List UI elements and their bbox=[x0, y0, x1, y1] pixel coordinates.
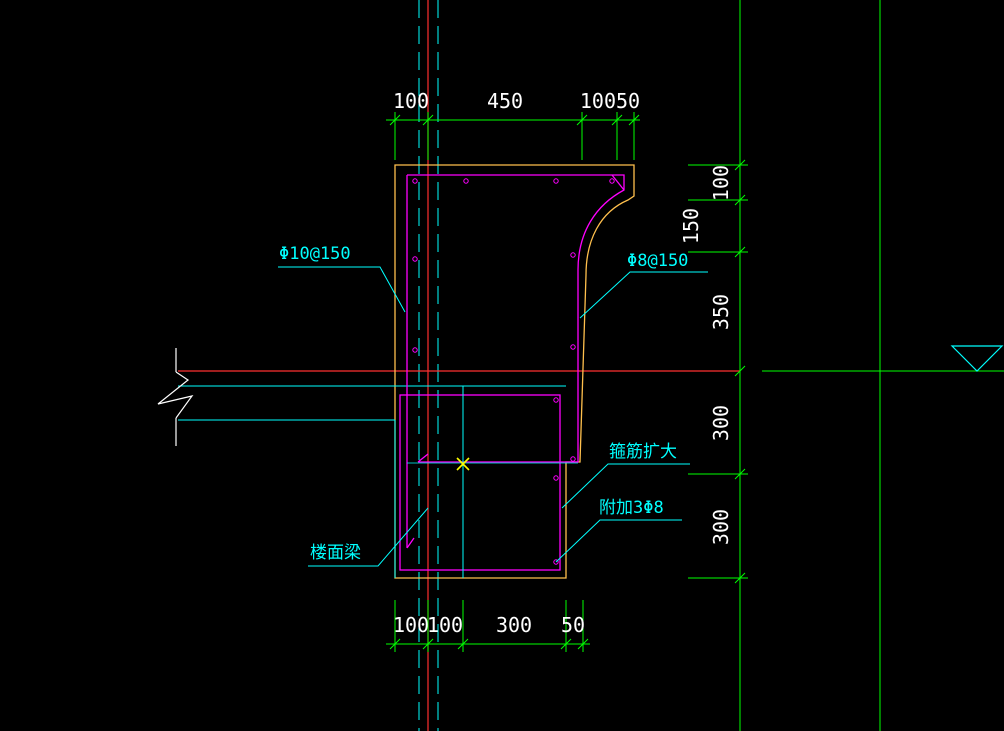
rebar-stirrups bbox=[399, 174, 625, 571]
right-dimension-chain bbox=[688, 159, 748, 584]
dim-top-10050: 10050 bbox=[580, 89, 640, 113]
label-extra-bars: 附加3Φ8 bbox=[599, 498, 664, 518]
dim-bottom-50: 50 bbox=[561, 613, 585, 637]
dim-right-350: 350 bbox=[709, 294, 733, 330]
elevation-triangle-icon bbox=[950, 345, 1004, 372]
upper-stirrup bbox=[407, 174, 625, 463]
dim-bottom-300: 300 bbox=[496, 613, 532, 637]
slab-lines bbox=[157, 348, 566, 578]
label-stirrup-side: Φ8@150 bbox=[627, 251, 688, 271]
right-grid bbox=[739, 0, 1004, 731]
dim-right-100: 100 bbox=[709, 165, 733, 201]
break-line-icon bbox=[157, 371, 194, 419]
top-dimension-labels: 100 450 10050 bbox=[393, 89, 640, 113]
bottom-dimension-chain bbox=[386, 600, 590, 652]
right-dimension-labels: 100 150 350 300 300 bbox=[679, 165, 733, 545]
beam-center bbox=[407, 386, 578, 578]
dim-bottom-100b: 100 bbox=[427, 613, 463, 637]
dim-right-300a: 300 bbox=[709, 405, 733, 441]
dim-top-100: 100 bbox=[393, 89, 429, 113]
dim-bottom-100a: 100 bbox=[393, 613, 429, 637]
lower-stirrup bbox=[399, 394, 561, 571]
bottom-dimension-labels: 100 100 300 50 bbox=[393, 613, 585, 637]
dim-top-450: 450 bbox=[487, 89, 523, 113]
top-dimension-chain bbox=[386, 112, 640, 160]
label-stirrup-main: Φ10@150 bbox=[279, 244, 351, 264]
annotation-texts: Φ10@150 Φ8@150 箍筋扩大 附加3Φ8 楼面梁 bbox=[279, 244, 688, 563]
label-floor-beam: 楼面梁 bbox=[310, 543, 361, 563]
label-stirrup-enlarge: 箍筋扩大 bbox=[609, 442, 677, 462]
dim-right-150: 150 bbox=[679, 208, 703, 244]
dim-right-300b: 300 bbox=[709, 509, 733, 545]
annotation-leaders bbox=[278, 266, 708, 567]
cross-marker-icon bbox=[456, 457, 470, 471]
rebar-dots bbox=[412, 178, 615, 565]
